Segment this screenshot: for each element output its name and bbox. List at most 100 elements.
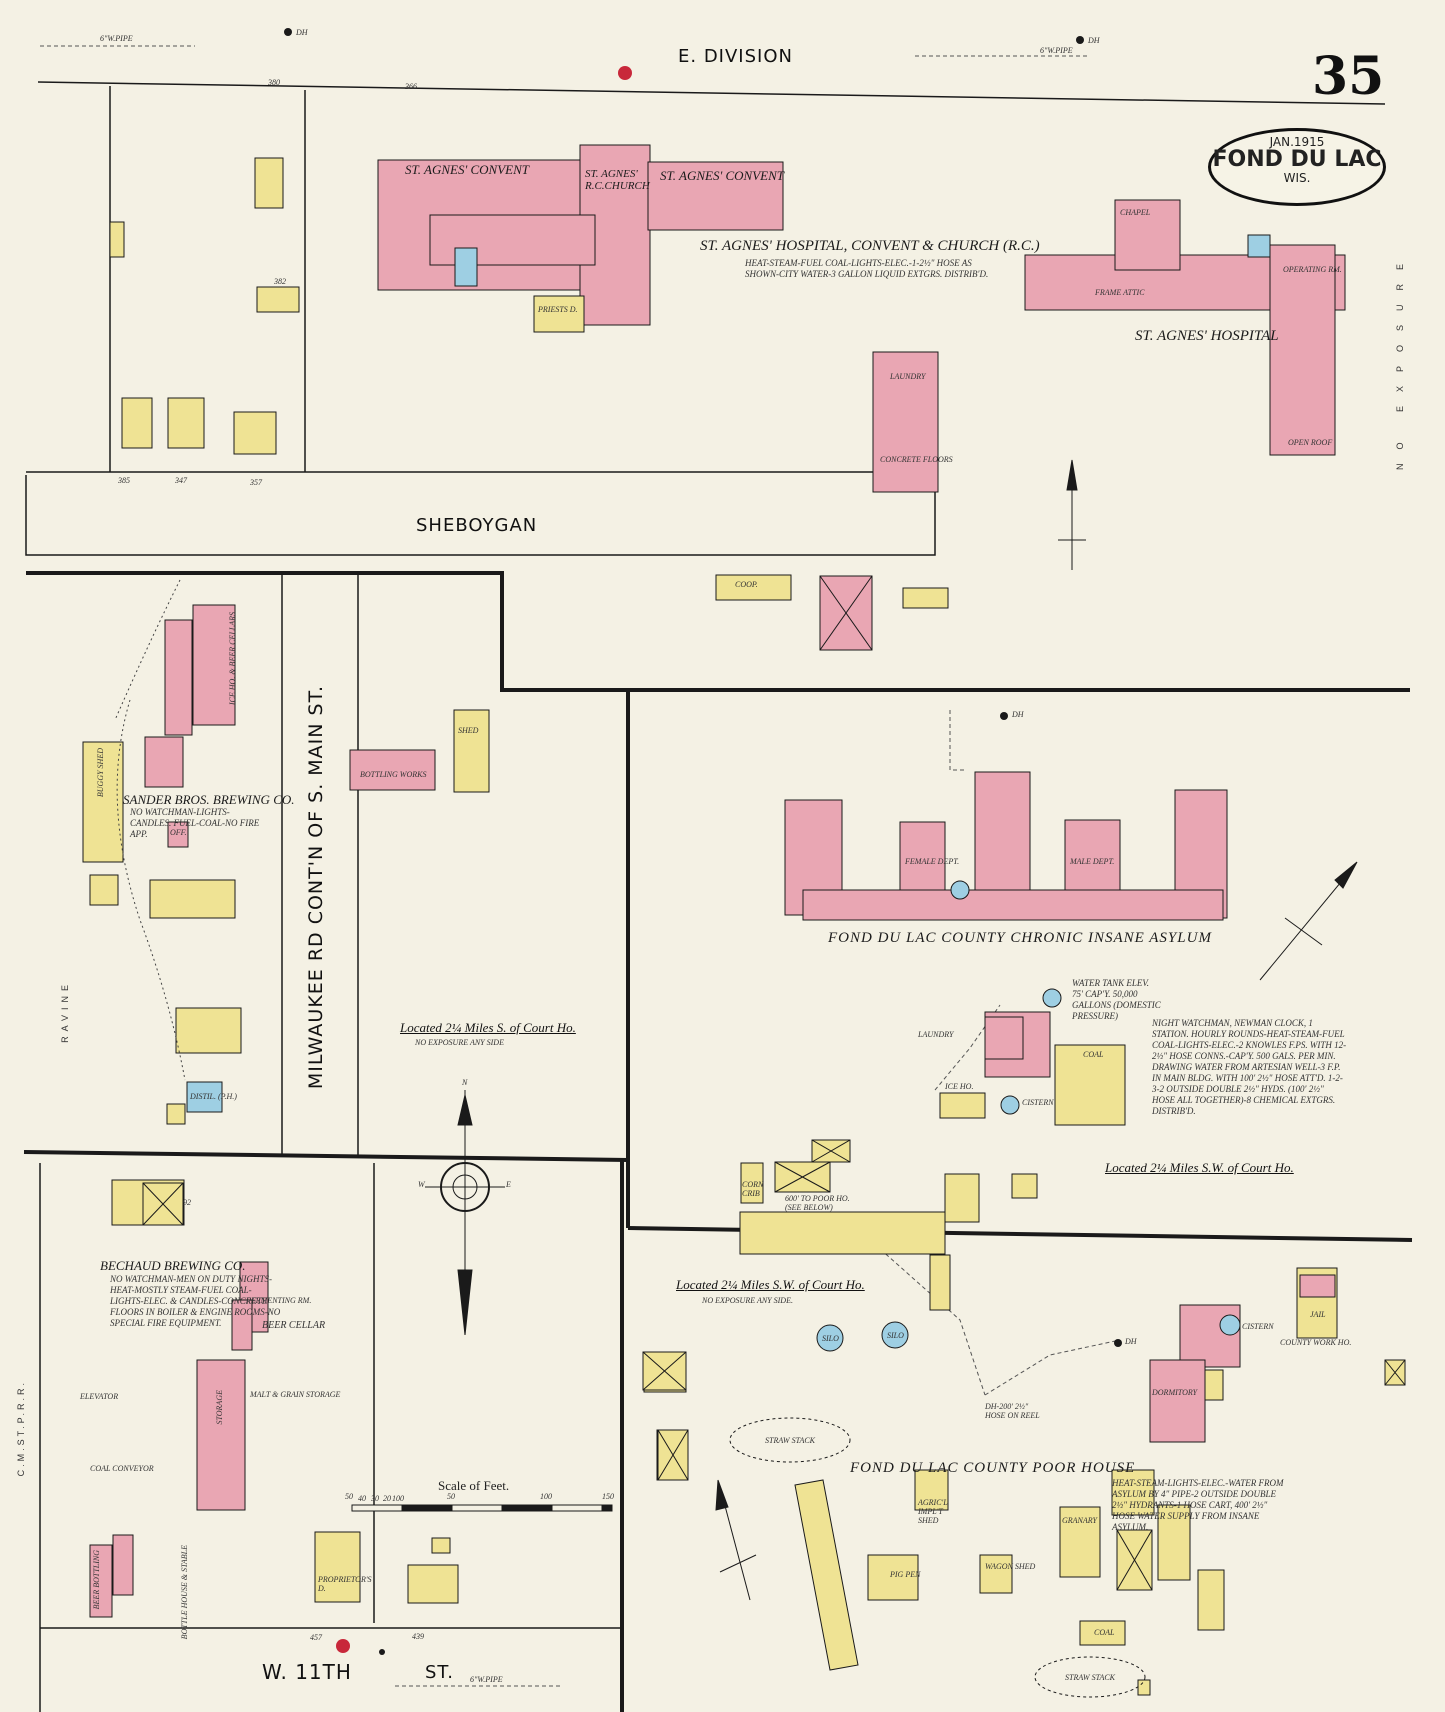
label-sander-no-exposure: NO EXPOSURE ANY SIDE	[415, 1038, 504, 1047]
pipe-label-left: 6"W.PIPE	[100, 34, 133, 43]
scale-tick: 40	[358, 1494, 366, 1503]
label-beer-cellar: BEER CELLAR	[262, 1320, 326, 1331]
railroad-label: C.M.ST.P.R.R.	[16, 1380, 26, 1477]
blue-structures	[186, 880, 1241, 1352]
label-wagon-shed: WAGON SHED	[985, 1562, 1036, 1571]
label-pig-pen: PIG PEN	[890, 1570, 921, 1579]
title-city: FOND DU LAC	[1212, 147, 1382, 172]
label-silo-2: SILO	[887, 1331, 904, 1340]
note-water-tank: WATER TANK ELEV. 75' CAP'Y. 50,000 GALLO…	[1072, 978, 1161, 1021]
street-sheboygan: SHEBOYGAN	[416, 515, 538, 536]
label-open-roof: OPEN ROOF	[1288, 438, 1333, 447]
hydrant-label: DH	[1088, 36, 1100, 45]
label-hose-reel: DH-200' 2½" HOSE ON REEL	[985, 1402, 1040, 1420]
label-granary: GRANARY	[1062, 1516, 1097, 1525]
scale-tick: 50	[345, 1492, 353, 1501]
label-corn-crib: CORN CRIB	[742, 1180, 764, 1198]
label-dormitory: DORMITORY	[1152, 1388, 1198, 1397]
scale-tick: 10	[392, 1494, 400, 1503]
note-sander: NO WATCHMAN-LIGHTS-CANDLES. FUEL-COAL-NO…	[130, 807, 260, 839]
north-arrows	[715, 459, 1358, 1601]
label-chapel: CHAPEL	[1120, 208, 1151, 217]
title-date: JAN.1915	[1269, 135, 1325, 149]
street-e-division: E. DIVISION	[678, 46, 793, 67]
label-poor-house: FOND DU LAC COUNTY POOR HOUSE	[850, 1460, 1136, 1476]
label-female-dept: FEMALE DEPT.	[905, 857, 960, 866]
st-agnes-complex	[377, 144, 1346, 493]
label-convent-left: ST. AGNES' CONVENT	[405, 162, 530, 177]
label-asylum-location: Located 2¼ Miles S.W. of Court Ho.	[1105, 1160, 1294, 1175]
label-concrete-floors: CONCRETE FLOORS	[880, 455, 953, 464]
label-malt-grain: MALT & GRAIN STORAGE	[250, 1390, 341, 1399]
house-number: 385	[118, 476, 130, 485]
note-asylum: NIGHT WATCHMAN, NEWMAN CLOCK, 1 STATION.…	[1152, 1018, 1347, 1116]
sheet-number: 35	[1312, 46, 1385, 107]
street-w-11th-st: ST.	[425, 1662, 455, 1683]
label-straw-stack-1: STRAW STACK	[765, 1436, 816, 1445]
scale-tick: 150	[602, 1492, 614, 1501]
label-bechaud: BECHAUD BREWING CO.	[100, 1258, 246, 1273]
asylum-buildings	[89, 604, 1336, 1618]
scale-title: Scale of Feet.	[438, 1478, 510, 1493]
label-poor-house-location: Located 2¼ Miles S.W. of Court Ho.	[676, 1277, 865, 1292]
compass-rose	[425, 1090, 505, 1336]
street-w-11th: W. 11TH	[262, 1660, 352, 1684]
house-number: 357	[250, 478, 262, 487]
label-ice-ho: ICE HO.	[945, 1082, 974, 1091]
scale-bar	[351, 1504, 613, 1512]
label-coal-poor: COAL	[1094, 1628, 1115, 1637]
compass-n: N	[462, 1078, 468, 1087]
label-operating-rm: OPERATING RM.	[1283, 265, 1342, 274]
label-jail: JAIL	[1310, 1310, 1326, 1319]
ravine-label: RAVINE	[60, 980, 70, 1043]
label-coal-conveyor: COAL CONVEYOR	[90, 1464, 154, 1473]
label-storage: STORAGE	[215, 1390, 224, 1425]
water-pipes	[40, 45, 1121, 1687]
label-st-agnes-complex: ST. AGNES' HOSPITAL, CONVENT & CHURCH (R…	[700, 238, 1040, 254]
hydrant-label: DH	[1012, 710, 1024, 719]
street-main: MILWAUKEE RD CONT'N OF S. MAIN ST.	[305, 685, 327, 1090]
title-state: WIS.	[1283, 171, 1311, 185]
label-silo-1: SILO	[822, 1334, 839, 1343]
label-cistern-asylum: CISTERN	[1022, 1098, 1054, 1107]
label-agricl-impl: AGRIC'L IMPL'T SHED	[918, 1498, 948, 1525]
label-distill: DISTIL. (P.H.)	[190, 1092, 237, 1101]
label-asylum: FOND DU LAC COUNTY CHRONIC INSANE ASYLUM	[828, 930, 1212, 946]
street-lines	[23, 81, 1413, 1712]
label-office: OFF.	[170, 828, 187, 837]
scale-tick: 20	[383, 1494, 391, 1503]
label-laundry-asylum: LAUNDRY	[918, 1030, 954, 1039]
house-number: 457	[310, 1633, 322, 1642]
pipe-label-right: 6"W.PIPE	[1040, 46, 1073, 55]
pipe-label-bottom: 6"W.PIPE	[470, 1675, 503, 1684]
label-convent-right: ST. AGNES' CONVENT	[660, 168, 785, 183]
note-bechaud: NO WATCHMAN-MEN ON DUTY NIGHTS-HEAT-MOST…	[110, 1274, 281, 1328]
frame-dwellings	[82, 157, 1406, 1696]
house-number: 382	[274, 277, 286, 286]
label-coop: COOP.	[735, 580, 758, 589]
label-st-agnes-hospital: ST. AGNES' HOSPITAL	[1135, 328, 1279, 344]
label-coal-asylum: COAL	[1083, 1050, 1104, 1059]
hydrant-label: DH	[1125, 1337, 1137, 1346]
label-sander-location: Located 2¼ Miles S. of Court Ho.	[400, 1020, 576, 1035]
scale-tick: 50	[447, 1492, 455, 1501]
title-cartouche: JAN.1915 FOND DU LAC WIS.	[1208, 128, 1386, 206]
open-sheds	[142, 575, 1406, 1591]
scale-tick: 30	[371, 1494, 379, 1503]
label-elevator: ELEVATOR	[80, 1392, 119, 1401]
note-st-agnes: HEAT-STEAM-FUEL COAL-LIGHTS-ELEC.-1-2½" …	[745, 258, 989, 279]
scale-tick: 0	[400, 1494, 404, 1503]
note-poor-house: HEAT-STEAM-LIGHTS-ELEC.-WATER FROM ASYLU…	[1112, 1478, 1284, 1532]
house-number: 92	[183, 1198, 191, 1207]
house-number: 347	[175, 476, 187, 485]
label-male-dept: MALE DEPT.	[1070, 857, 1115, 866]
label-bottling: BOTTLING WORKS	[360, 770, 427, 779]
label-proprietor: PROPRIETOR'S D.	[318, 1575, 372, 1593]
hydrant-label: DH	[296, 28, 308, 37]
label-pipe-to-poor: 600' TO POOR HO. (SEE BELOW)	[785, 1194, 850, 1212]
house-number: 366	[405, 82, 417, 91]
no-exposure-margin: NO EXPOSURE	[1395, 250, 1405, 471]
label-county-work: COUNTY WORK HO.	[1280, 1338, 1352, 1347]
label-priests: PRIESTS D.	[538, 305, 578, 314]
